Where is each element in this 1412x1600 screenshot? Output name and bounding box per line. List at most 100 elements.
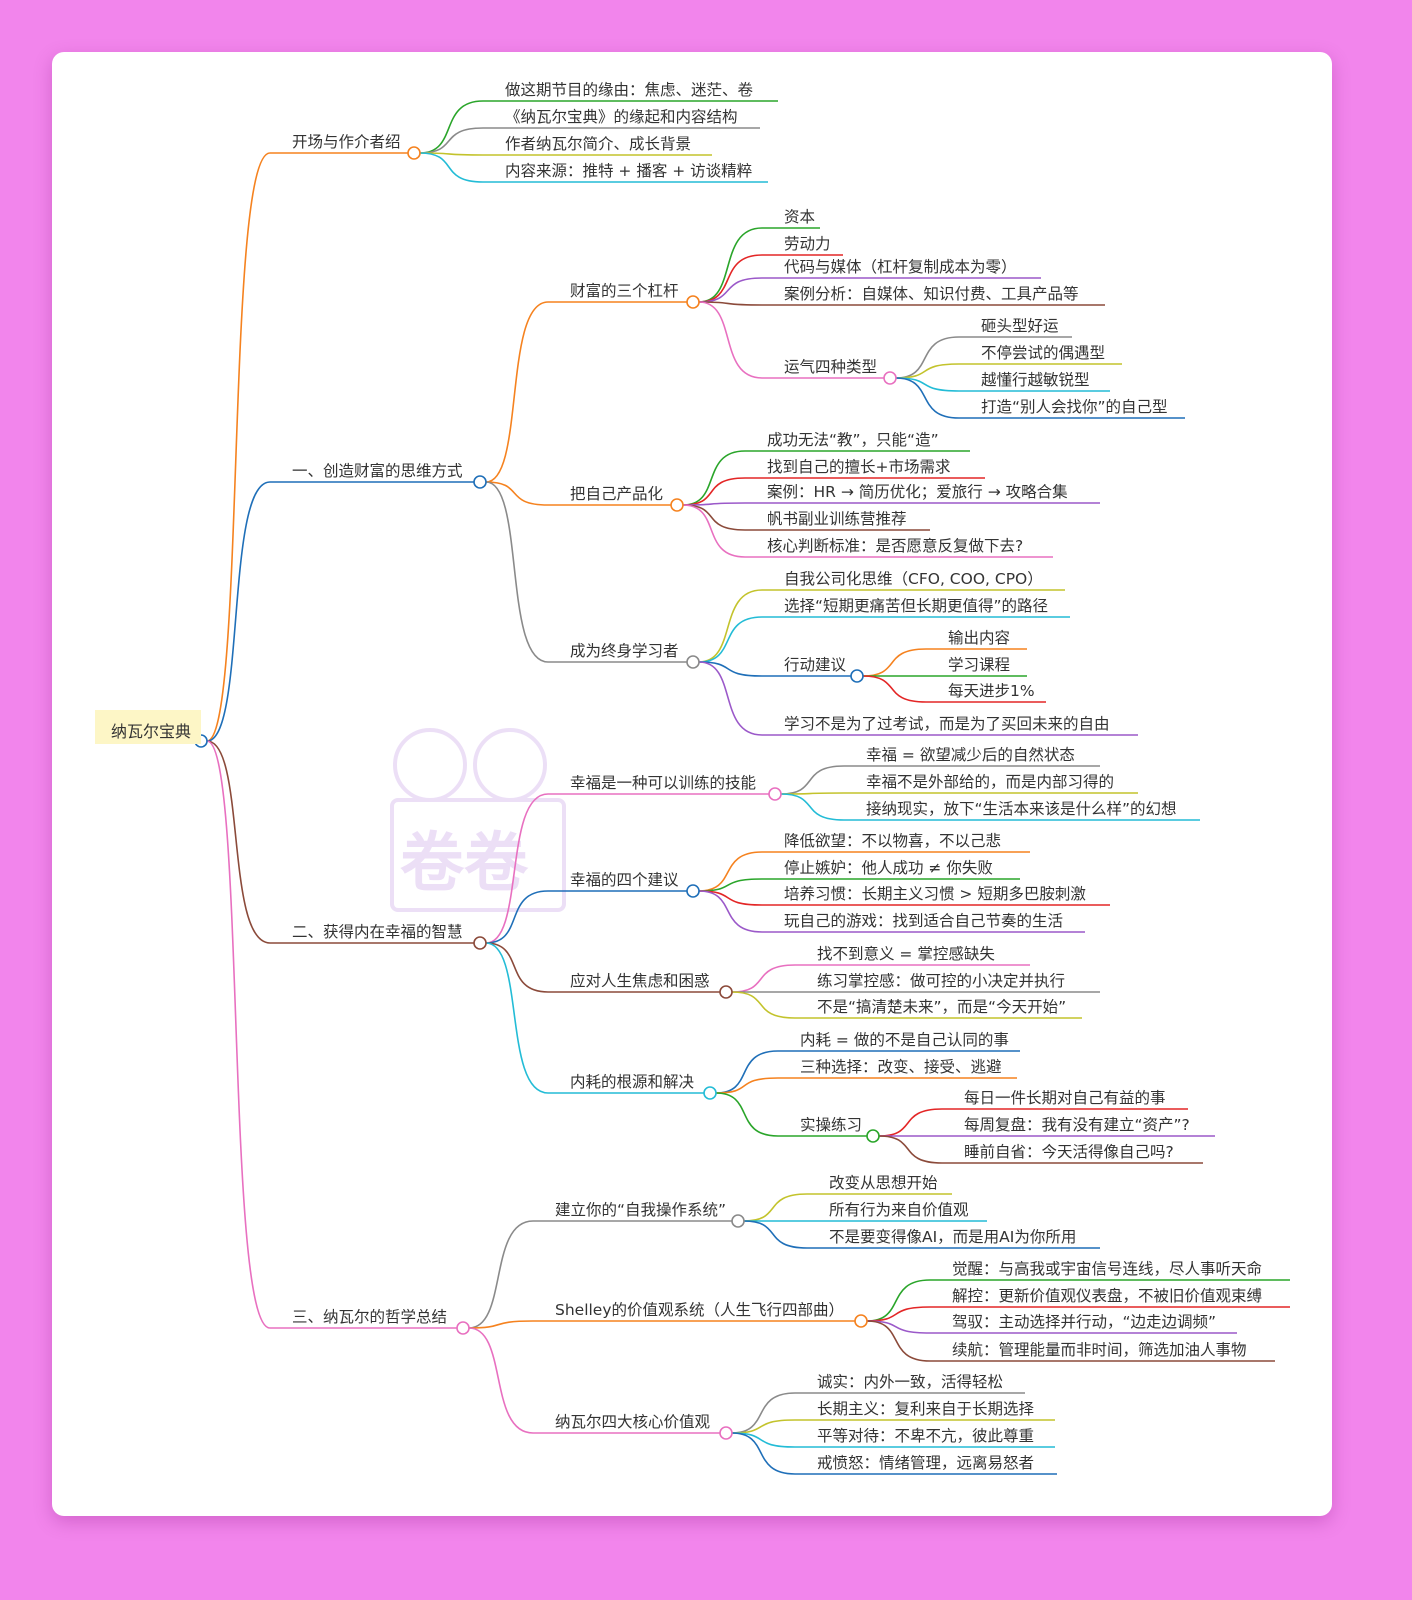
collapse-toggle-circle[interactable] bbox=[686, 655, 700, 669]
node-label[interactable]: 把自己产品化 bbox=[570, 485, 663, 503]
node-label[interactable]: 劳动力 bbox=[784, 235, 831, 253]
node-label[interactable]: 睡前自省：今天活得像自己吗? bbox=[964, 1143, 1174, 1161]
node-label[interactable]: 学习不是为了过考试，而是为了买回未来的自由 bbox=[784, 715, 1110, 733]
collapse-toggle-circle[interactable] bbox=[686, 295, 700, 309]
node-label[interactable]: 做这期节目的缘由：焦虑、迷茫、卷 bbox=[505, 81, 754, 99]
node-label[interactable]: 解控：更新价值观仪表盘，不被旧价值观束缚 bbox=[952, 1286, 1262, 1305]
node-label[interactable]: 每周复盘：我有没有建立“资产”? bbox=[964, 1115, 1190, 1134]
node-label[interactable]: 纳瓦尔四大核心价值观 bbox=[555, 1413, 710, 1431]
node-label[interactable]: 戒愤怒：情绪管理，远离易怒者 bbox=[817, 1454, 1034, 1472]
node-label[interactable]: 改变从思想开始 bbox=[829, 1174, 938, 1192]
node-label[interactable]: 打造“别人会找你”的自己型 bbox=[981, 398, 1168, 416]
node-label[interactable]: 资本 bbox=[784, 208, 815, 226]
branch-line bbox=[419, 152, 768, 183]
node-label[interactable]: 幸福 = 欲望减少后的自然状态 bbox=[866, 746, 1075, 764]
node-label[interactable]: 财富的三个杠杆 bbox=[570, 282, 679, 300]
node-label[interactable]: 接纳现实，放下“生活本来该是什么样”的幻想 bbox=[866, 800, 1177, 818]
node-label[interactable]: 输出内容 bbox=[948, 629, 1010, 647]
node-label[interactable]: 核心判断标准：是否愿意反复做下去? bbox=[767, 536, 1023, 555]
node-label[interactable]: 作者纳瓦尔简介、成长背景 bbox=[505, 135, 691, 153]
branch-line bbox=[731, 1419, 1055, 1434]
collapse-toggle-circle[interactable] bbox=[473, 475, 487, 489]
branch-line bbox=[698, 878, 1020, 892]
node-label[interactable]: 成为终身学习者 bbox=[570, 642, 679, 660]
branch-line bbox=[895, 336, 1072, 379]
node-label[interactable]: 运气四种类型 bbox=[784, 358, 877, 376]
branch-line bbox=[866, 1320, 1275, 1362]
branch-line bbox=[419, 152, 712, 156]
node-label[interactable]: 开场与作介者绍 bbox=[292, 133, 401, 151]
node-label[interactable]: 每日一件长期对自己有益的事 bbox=[964, 1089, 1166, 1107]
collapse-toggle-circle[interactable] bbox=[850, 669, 864, 683]
node-label[interactable]: 诚实：内外一致，活得轻松 bbox=[817, 1373, 1003, 1391]
branch-line bbox=[862, 648, 1027, 677]
node-label[interactable]: 降低欲望：不以物喜，不以己悲 bbox=[784, 832, 1001, 850]
node-label[interactable]: 内耗的根源和解决 bbox=[570, 1073, 694, 1091]
node-label[interactable]: 培养习惯：长期主义习惯 > 短期多巴胺刺激 bbox=[784, 885, 1086, 903]
node-label[interactable]: 《纳瓦尔宝典》的缘起和内容结构 bbox=[505, 108, 738, 126]
branch-line bbox=[743, 1193, 952, 1222]
node-label[interactable]: 不停尝试的偶遇型 bbox=[981, 344, 1105, 362]
collapse-toggle-circle[interactable] bbox=[473, 936, 487, 950]
node-label[interactable]: 幸福是一种可以训练的技能 bbox=[570, 774, 756, 792]
branch-line bbox=[780, 765, 1100, 795]
branch-line bbox=[731, 1432, 1055, 1448]
branch-line bbox=[731, 1432, 1057, 1475]
node-label[interactable]: 幸福的四个建议 bbox=[570, 871, 679, 889]
node-label[interactable]: 建立你的“自我操作系统” bbox=[555, 1201, 726, 1219]
branch-line bbox=[206, 740, 474, 944]
node-label[interactable]: 内容来源：推特 + 播客 + 访谈精粹 bbox=[505, 162, 752, 180]
branch-line bbox=[468, 1220, 732, 1329]
node-label[interactable]: 每天进步1% bbox=[948, 682, 1035, 700]
node-label[interactable]: 内耗 = 做的不是自己认同的事 bbox=[800, 1031, 1009, 1049]
node-label[interactable]: 案例：HR → 简历优化；爱旅行 → 攻略合集 bbox=[767, 483, 1068, 501]
node-label[interactable]: 自我公司化思维（CFO, COO, CPO） bbox=[784, 570, 1043, 588]
node-label[interactable]: 三、纳瓦尔的哲学总结 bbox=[292, 1308, 447, 1326]
node-label[interactable]: 三种选择：改变、接受、逃避 bbox=[800, 1058, 1002, 1076]
node-label[interactable]: 平等对待：不卑不亢，彼此尊重 bbox=[817, 1426, 1034, 1445]
collapse-toggle-circle[interactable] bbox=[456, 1321, 470, 1335]
node-label[interactable]: 驾驭：主动选择并行动，“边走边调频” bbox=[952, 1313, 1216, 1331]
collapse-toggle-circle[interactable] bbox=[686, 884, 700, 898]
node-label[interactable]: 续航：管理能量而非时间，筛选加油人事物 bbox=[952, 1341, 1247, 1359]
node-label[interactable]: 所有行为来自价值观 bbox=[829, 1201, 969, 1219]
collapse-toggle-circle[interactable] bbox=[883, 371, 897, 385]
node-label[interactable]: 越懂行越敏锐型 bbox=[981, 371, 1090, 389]
node-label[interactable]: 案例分析：自媒体、知识付费、工具产品等 bbox=[784, 285, 1079, 303]
node-label[interactable]: 帆书副业训练营推荐 bbox=[767, 510, 907, 528]
node-label[interactable]: 成功无法“教”，只能“造” bbox=[767, 431, 939, 449]
node-label[interactable]: 学习课程 bbox=[948, 656, 1010, 674]
node-label[interactable]: 长期主义：复利来自于长期选择 bbox=[817, 1400, 1035, 1418]
collapse-toggle-circle[interactable] bbox=[768, 787, 782, 801]
collapse-toggle-circle[interactable] bbox=[719, 1426, 733, 1440]
collapse-toggle-circle[interactable] bbox=[866, 1129, 880, 1143]
collapse-toggle-circle[interactable] bbox=[703, 1086, 717, 1100]
node-label[interactable]: 幸福不是外部给的，而是内部习得的 bbox=[866, 773, 1114, 791]
node-label[interactable]: 选择“短期更痛苦但长期更值得”的路径 bbox=[784, 597, 1048, 615]
node-label[interactable]: 应对人生焦虑和困惑 bbox=[570, 971, 710, 990]
node-label[interactable]: 行动建议 bbox=[784, 656, 847, 674]
node-label[interactable]: 一、创造财富的思维方式 bbox=[292, 462, 463, 480]
node-label[interactable]: 觉醒：与高我或宇宙信号连线，尽人事听天命 bbox=[952, 1260, 1262, 1278]
collapse-toggle-circle[interactable] bbox=[854, 1314, 868, 1328]
node-label[interactable]: 找到自己的擅长+市场需求 bbox=[767, 457, 951, 476]
node-label[interactable]: 代码与媒体（杠杆复制成本为零） bbox=[784, 258, 1017, 276]
root-node[interactable] bbox=[95, 710, 201, 744]
collapse-toggle-circle[interactable] bbox=[731, 1214, 745, 1228]
node-label[interactable]: Shelley的价值观系统（人生飞行四部曲） bbox=[555, 1301, 844, 1319]
collapse-toggle-circle[interactable] bbox=[670, 498, 684, 512]
node-label[interactable]: 实操练习 bbox=[800, 1116, 862, 1134]
node-label[interactable]: 不是“搞清楚未来”，而是“今天开始” bbox=[817, 998, 1066, 1016]
collapse-toggle-circle[interactable] bbox=[407, 146, 421, 160]
node-label[interactable]: 停止嫉妒：他人成功 ≠ 你失败 bbox=[784, 859, 993, 877]
branch-line bbox=[780, 793, 1200, 821]
node-label[interactable]: 找不到意义 = 掌控感缺失 bbox=[817, 944, 995, 963]
node-label[interactable]: 练习掌控感：做可控的小决定并执行 bbox=[817, 972, 1065, 990]
branch-line bbox=[743, 1220, 1100, 1249]
collapse-toggle-circle[interactable] bbox=[719, 985, 733, 999]
node-label[interactable]: 二、获得内在幸福的智慧 bbox=[292, 923, 463, 941]
node-label[interactable]: 砸头型好运 bbox=[981, 317, 1059, 335]
node-label[interactable]: 玩自己的游戏：找到适合自己节奏的生活 bbox=[784, 912, 1063, 930]
branch-line bbox=[682, 504, 930, 531]
node-label[interactable]: 不是要变得像AI，而是用AI为你所用 bbox=[829, 1228, 1076, 1246]
